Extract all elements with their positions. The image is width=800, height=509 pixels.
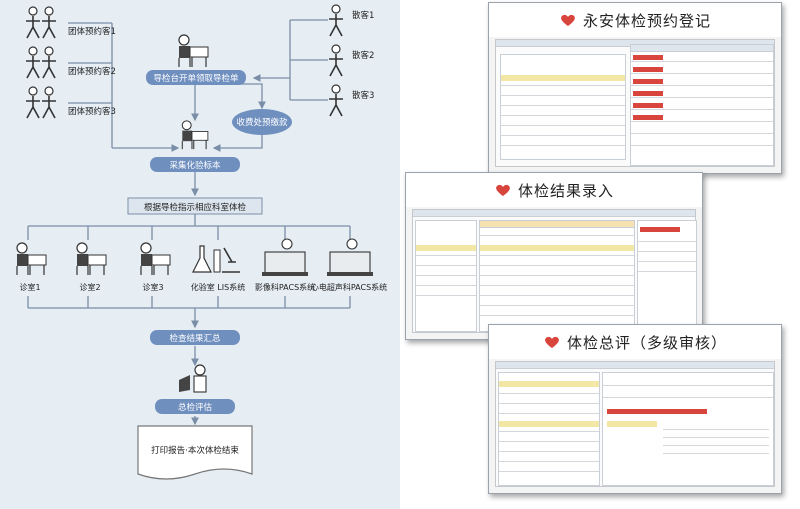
results-detail-pane (637, 220, 697, 332)
report-document (137, 425, 253, 480)
group-client-label-1: 团体预约客1 (68, 26, 116, 37)
booking-title-text: 永安体检预约登记 (582, 11, 711, 30)
booking-window: 永安体检预约登记 (488, 2, 782, 174)
reception-label: 导检台开单领取导检单 (153, 73, 239, 84)
imaging-device-icon (262, 238, 308, 276)
walkin-client-label-3: 散客3 (352, 90, 374, 101)
group-client-label-3: 团体预约客3 (68, 106, 116, 117)
logo-heart-icon (545, 336, 559, 348)
sampling-node (150, 157, 240, 172)
results-title-text: 体检结果录入 (517, 181, 614, 200)
doctor-desk-icon (140, 242, 171, 276)
person-pair-icon (25, 86, 57, 119)
imaging-device-icon (327, 238, 373, 276)
department-label-4: 化验室 LIS系统 (191, 282, 245, 292)
review-title-text: 体检总评（多级审核） (566, 333, 727, 352)
booking-items-pane (630, 44, 774, 166)
walkin-client-label-1: 散客1 (352, 10, 374, 21)
doctor-desk-icon (16, 242, 47, 276)
department-label-3: 诊室3 (142, 282, 163, 292)
person-icon (179, 364, 207, 393)
sampling-label: 采集化验标本 (169, 160, 221, 171)
doctor-desk-icon (181, 120, 209, 150)
report-label: 打印报告·本次体检结束 (151, 445, 239, 456)
booking-window-title: 永安体检预约登记 (489, 3, 781, 37)
results-list-pane (415, 220, 477, 332)
person-pair-icon (25, 46, 57, 79)
doctor-desk-icon (76, 242, 107, 276)
review-window-title: 体检总评（多级审核） (489, 325, 781, 359)
person-icon (328, 44, 344, 77)
workflow-svg: 团体预约客1 团体预约客2 团体预约客3 散客1 散客2 散客3 导检台开单领取… (16, 4, 387, 480)
person-icon (328, 4, 344, 37)
person-icon (328, 84, 344, 117)
payment-label: 收费处预缴款 (236, 117, 288, 128)
department-label-5: 影像科PACS系统 (255, 282, 315, 292)
group-client-label-2: 团体预约客2 (68, 66, 116, 77)
department-label-2: 诊室2 (79, 282, 100, 292)
summary-label: 检查结果汇总 (169, 333, 221, 344)
results-form (412, 209, 697, 333)
reception-node (146, 70, 246, 85)
results-entry-pane (479, 220, 635, 332)
logo-heart-icon (561, 14, 575, 26)
review-form (495, 361, 775, 487)
review-summary-pane (602, 372, 774, 486)
booking-form (495, 39, 775, 167)
person-pair-icon (25, 6, 57, 39)
booking-client-pane (500, 54, 626, 160)
doctor-desk-icon (178, 34, 209, 68)
workflow-diagram: 团体预约客1 团体预约客2 团体预约客3 散客1 散客2 散客3 导检台开单领取… (0, 0, 400, 509)
dispatch-node (127, 197, 263, 215)
walkin-client-label-2: 散客2 (352, 50, 374, 61)
lab-flask-icon (192, 245, 240, 273)
dispatch-label: 根据导检指示相应科室体检 (144, 202, 247, 213)
department-label-1: 诊室1 (19, 282, 40, 292)
evaluation-node (155, 399, 235, 414)
results-window-title: 体检结果录入 (406, 173, 702, 207)
results-window: 体检结果录入 (405, 172, 703, 340)
summary-node (150, 330, 240, 345)
review-window: 体检总评（多级审核） (488, 324, 782, 494)
evaluation-label: 总检评估 (178, 402, 213, 413)
department-label-6: 心电超声科PACS系统 (311, 282, 387, 292)
review-list-pane (498, 372, 600, 486)
logo-heart-icon (496, 184, 510, 196)
payment-node (232, 109, 292, 135)
